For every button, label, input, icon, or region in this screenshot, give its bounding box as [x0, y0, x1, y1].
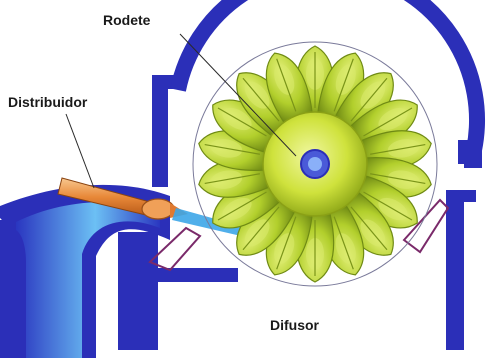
- runner-hub: [263, 112, 367, 216]
- distribuidor-label: Distribuidor: [8, 94, 88, 110]
- distribuidor-leader-line: [66, 114, 94, 188]
- rodete-label: Rodete: [103, 12, 151, 28]
- difusor-label: Difusor: [270, 317, 320, 333]
- runner-shaft-core: [308, 157, 322, 171]
